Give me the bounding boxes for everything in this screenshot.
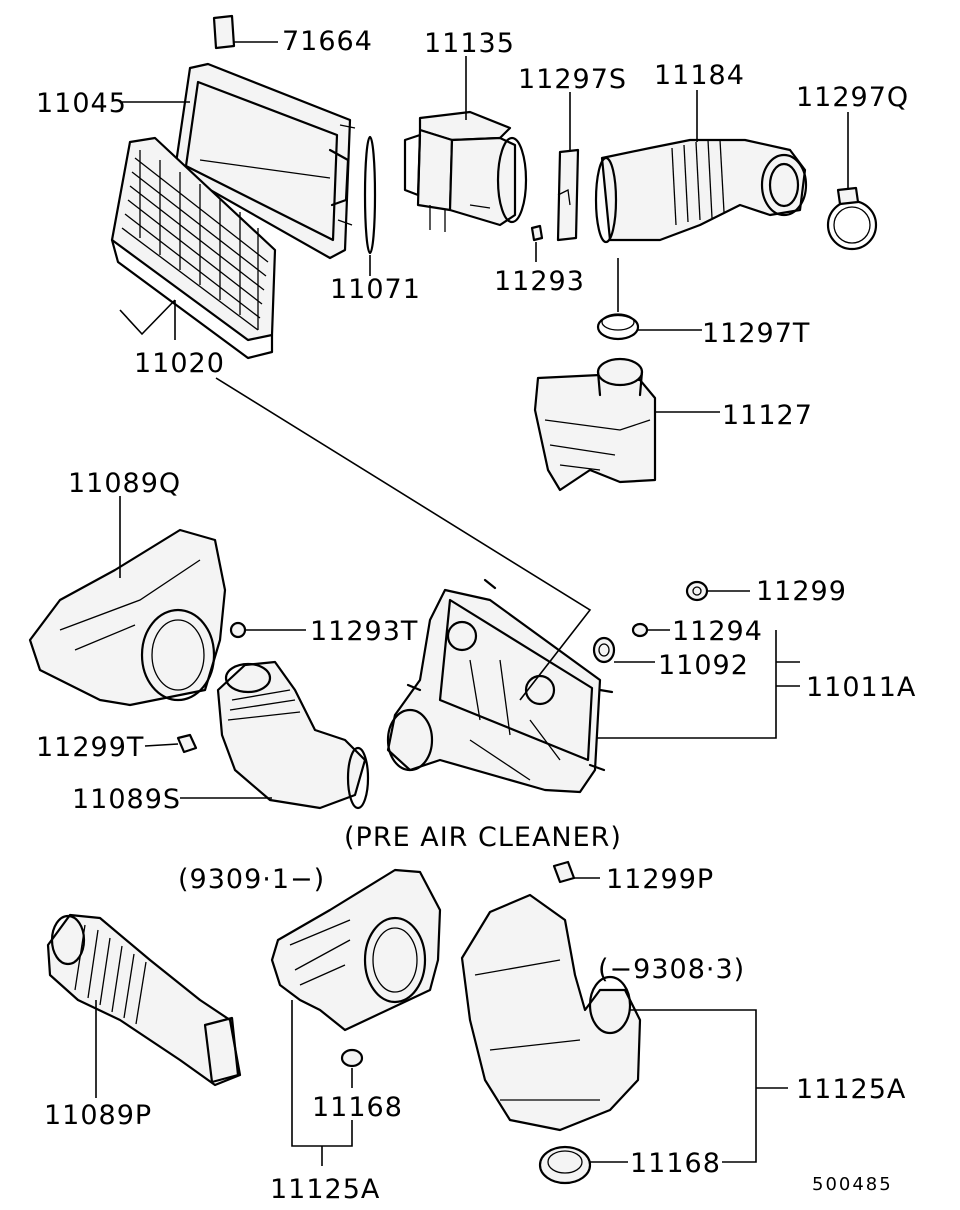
part-11011A-case: [386, 578, 614, 794]
part-11168-grommet-left: [340, 1048, 364, 1068]
part-11125A-pre-cleaner-right: [460, 893, 642, 1132]
label-11089P: 11089P: [44, 1100, 152, 1131]
label-11125A-right: 11125A: [796, 1074, 906, 1105]
label-11297Q: 11297Q: [796, 82, 909, 113]
label-11089S: 11089S: [72, 784, 181, 815]
label-11299: 11299: [756, 576, 847, 607]
label-11299T: 11299T: [36, 732, 144, 763]
part-11297Q-clamp: [826, 186, 878, 251]
part-11125A-pre-cleaner-left: [270, 868, 442, 1032]
part-11293-clip: [530, 224, 544, 242]
part-11135-sensor: [403, 110, 528, 232]
label-11045: 11045: [36, 88, 127, 119]
label-11092: 11092: [658, 650, 749, 681]
part-11071-gasket: [363, 135, 377, 255]
label-11168-left: 11168: [312, 1092, 403, 1123]
label-11135: 11135: [424, 28, 515, 59]
part-11168-collar-right: [538, 1145, 592, 1185]
labels: 71664 11045 11135 11297S 11184 11297Q 11…: [36, 26, 916, 1205]
label-11299P: 11299P: [606, 864, 714, 895]
label-11071: 11071: [330, 274, 421, 305]
label-11020: 11020: [134, 348, 225, 379]
label-11293: 11293: [494, 266, 585, 297]
figure-number: 500485: [812, 1174, 893, 1195]
label-11297T: 11297T: [702, 318, 810, 349]
part-11293T-clip: [229, 621, 247, 639]
part-11127-resonator: [533, 357, 657, 492]
label-11168-right: 11168: [630, 1148, 721, 1179]
part-71664-label: [212, 14, 236, 50]
part-11299T-screw: [176, 733, 198, 754]
part-11299-grommet: [685, 580, 709, 602]
part-11092-mount: [592, 636, 616, 664]
label-11297S: 11297S: [518, 64, 627, 95]
part-11294-grommet: [631, 622, 649, 638]
label-11127: 11127: [722, 400, 813, 431]
label-11089Q: 11089Q: [68, 468, 181, 499]
label-71664: 71664: [282, 26, 373, 57]
part-11184-hose: [594, 138, 808, 244]
label-date-to: (−9308·3): [598, 954, 745, 985]
part-11089S-hose: [216, 660, 370, 810]
part-11297S-band: [556, 148, 580, 242]
part-11089Q-duct: [28, 528, 227, 707]
label-11125A-left: 11125A: [270, 1174, 380, 1205]
label-11293T: 11293T: [310, 616, 418, 647]
label-11011A: 11011A: [806, 672, 916, 703]
label-date-from: (9309·1−): [178, 864, 325, 895]
label-11294: 11294: [672, 616, 763, 647]
part-11299P-screw: [552, 860, 576, 884]
label-11184: 11184: [654, 60, 745, 91]
label-pre-air-cleaner: (PRE AIR CLEANER): [344, 822, 622, 853]
part-11297T-clamp: [596, 313, 640, 341]
part-11089P-duct: [46, 913, 242, 1087]
part-11020-element: [110, 136, 277, 360]
leader-lines: [95, 41, 849, 1166]
